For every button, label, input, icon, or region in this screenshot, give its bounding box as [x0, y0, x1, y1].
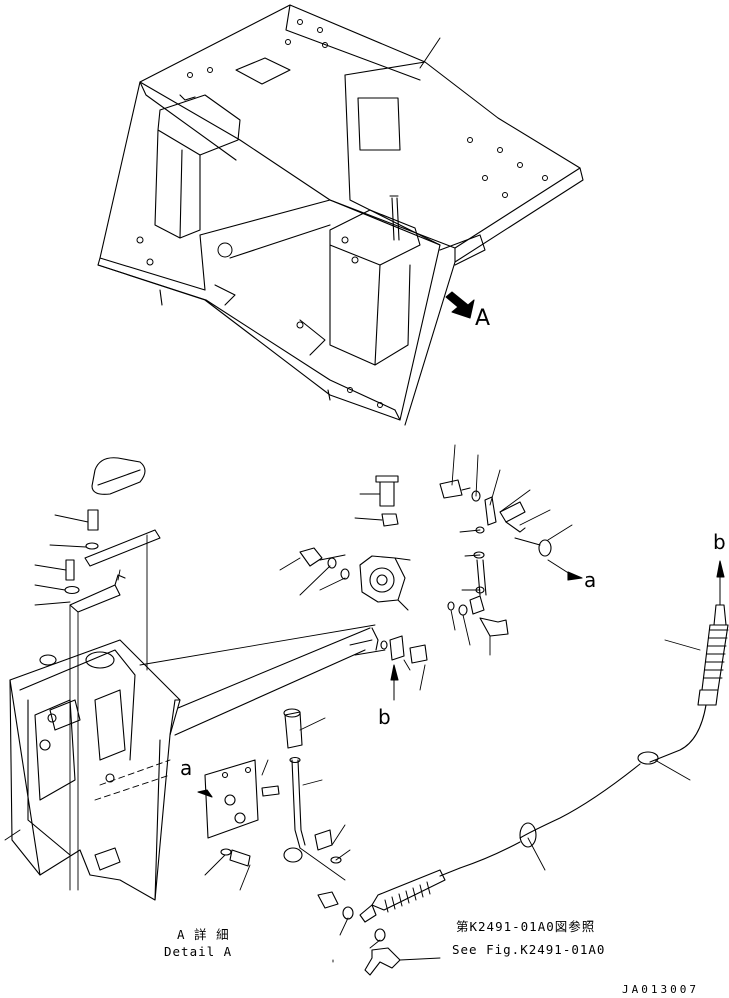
lever-assembly [197, 708, 351, 891]
see-fig-note-en: See Fig.K2491-01A0 [452, 942, 606, 957]
control-box-detail [4, 457, 371, 901]
cab-frame-assembly [97, 4, 584, 426]
switch-assembly [139, 475, 428, 701]
view-a-label: A [475, 306, 491, 331]
rod-linkage [439, 444, 583, 656]
see-fig-note-jp: 第K2491-01A0図参照 [456, 919, 596, 934]
grip-part [91, 457, 146, 495]
ref-a-upper-label: a [584, 568, 597, 592]
detail-title-jp: A 詳 細 [177, 927, 230, 942]
ref-b-mid-label: b [378, 705, 391, 729]
detail-title-en: Detail A [164, 944, 233, 959]
cable-assembly [317, 560, 729, 976]
ref-b-upper-label: b [713, 530, 726, 554]
ref-a-lower-label: a [180, 756, 193, 780]
drawing-code: JA013007 [622, 983, 699, 996]
